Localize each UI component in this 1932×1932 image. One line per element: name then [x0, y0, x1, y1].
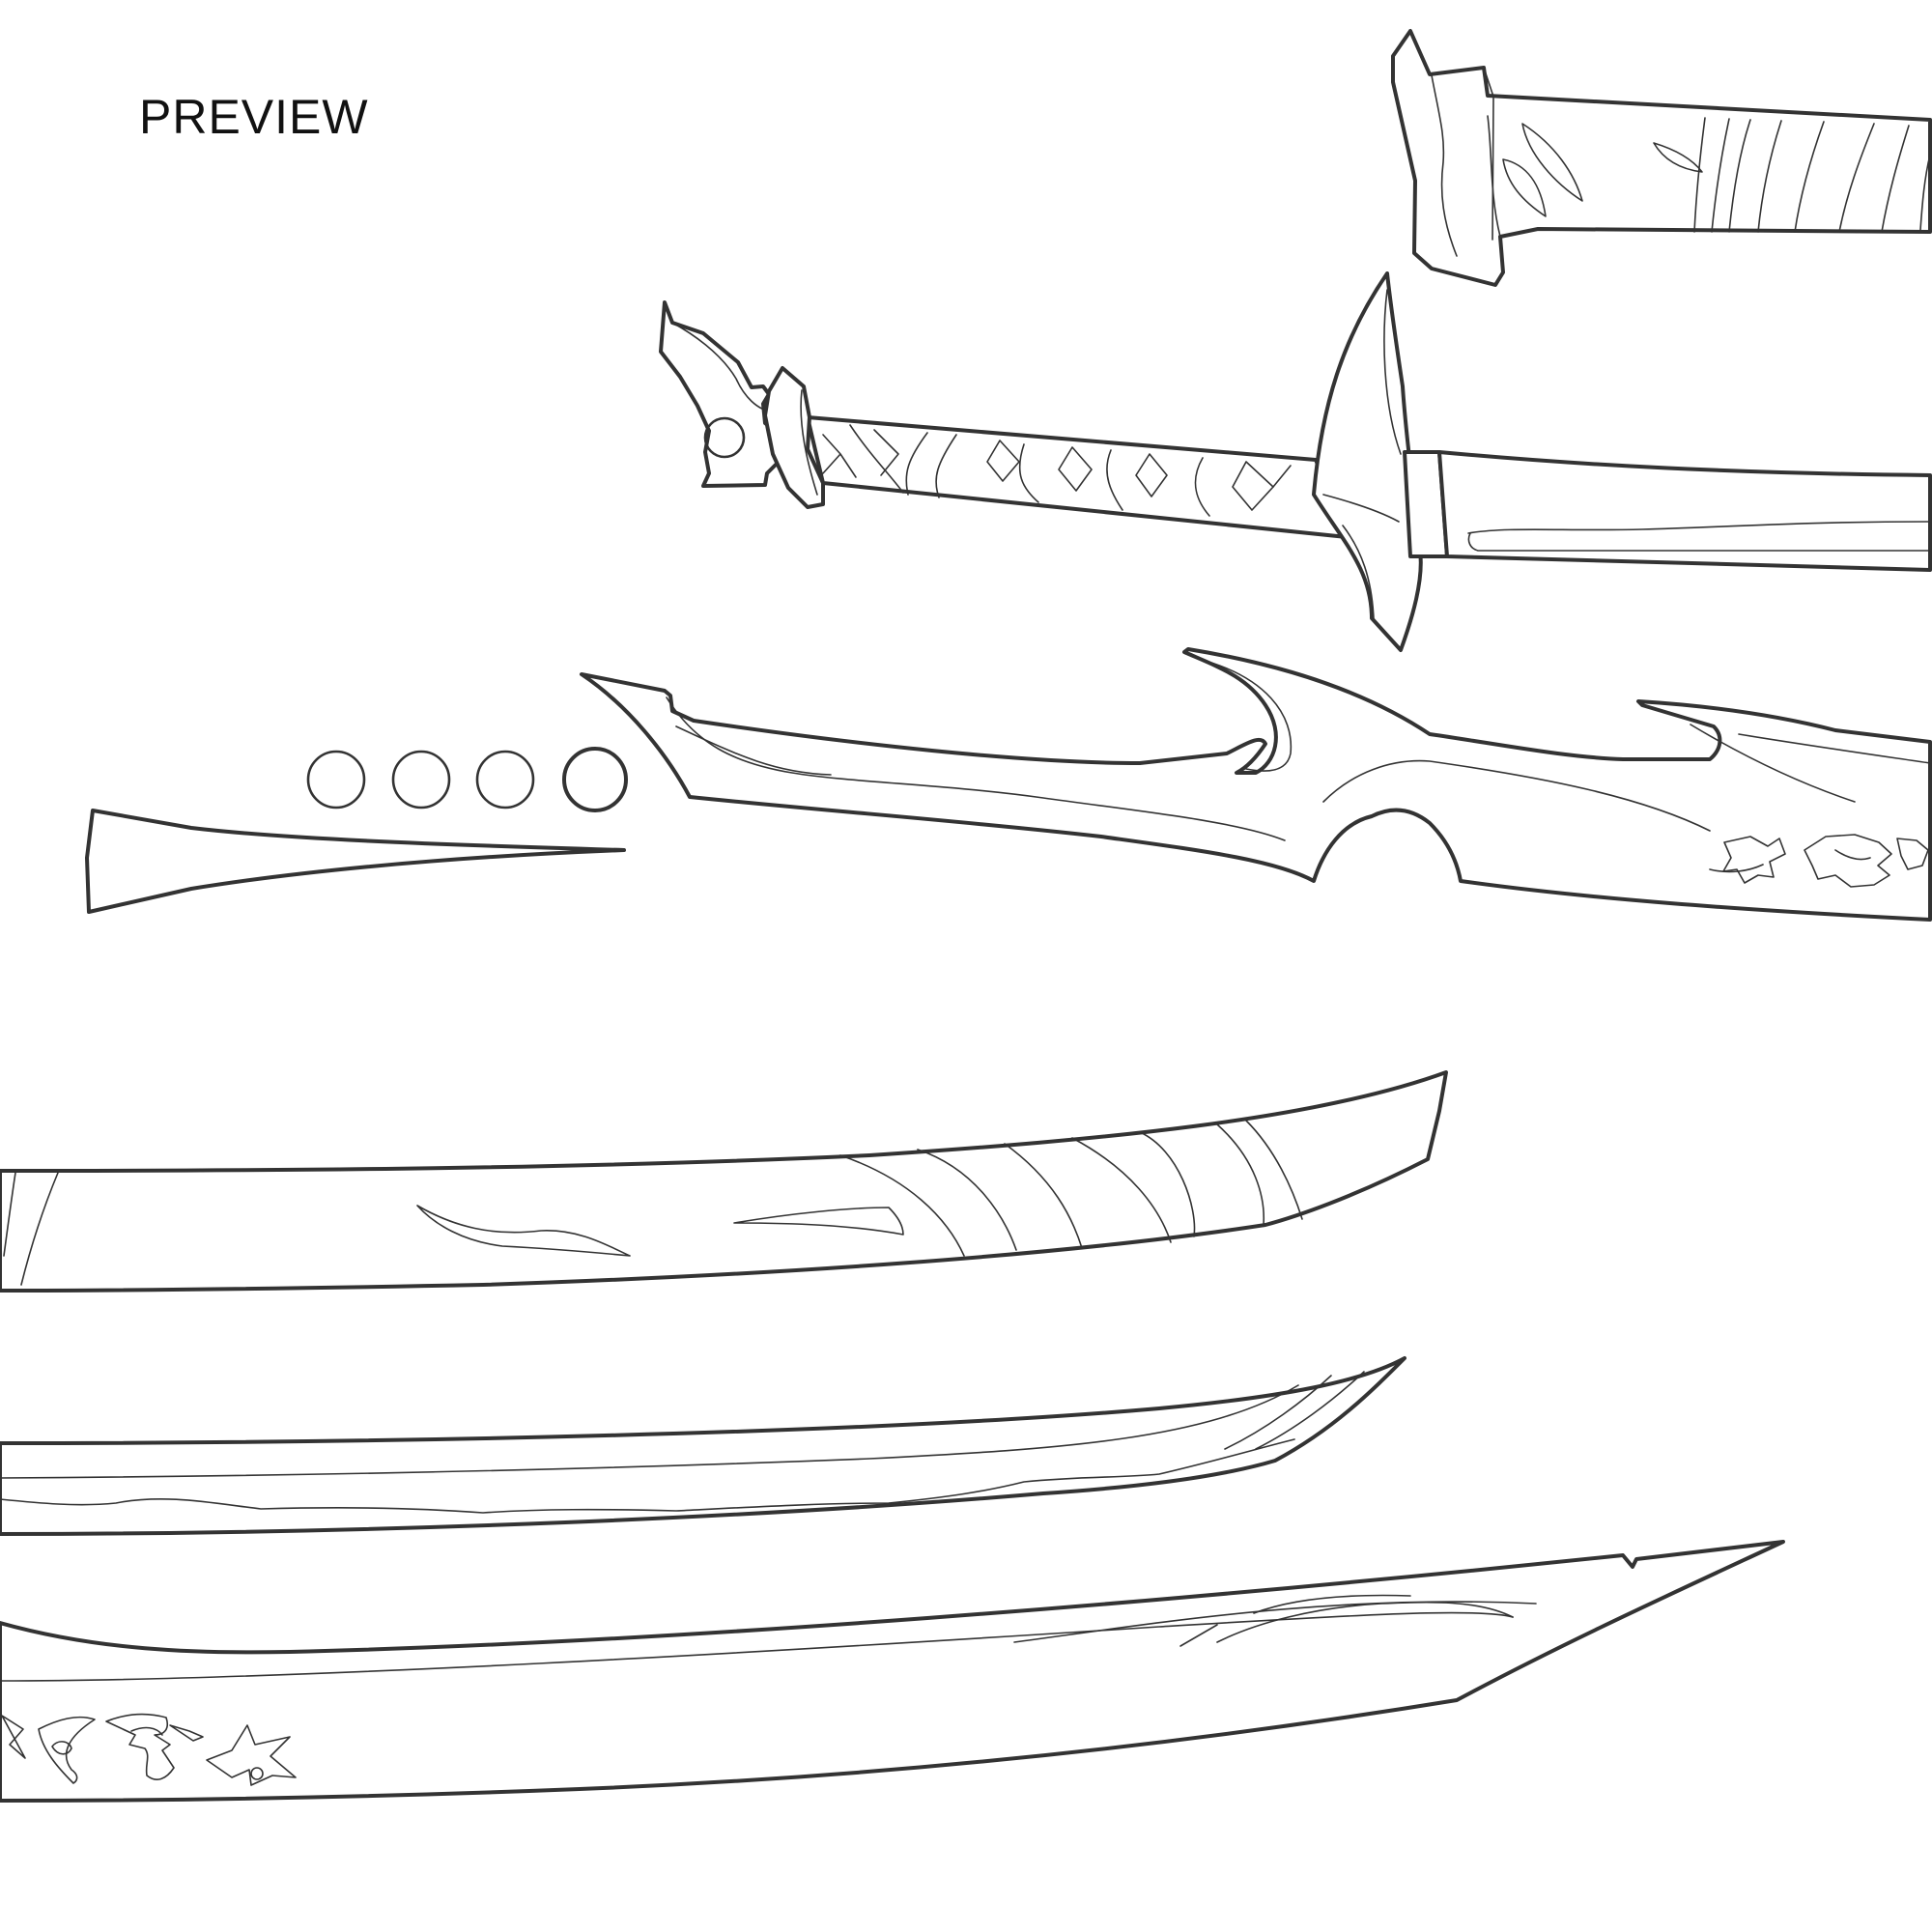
engraved-blade-icon: [0, 1540, 1785, 1803]
preview-label: PREVIEW: [139, 90, 369, 144]
curved-blade-icon: [0, 1070, 1448, 1293]
demon-sword-blade-icon: [580, 647, 1932, 922]
ring-icon: [306, 747, 628, 812]
sword-hilt-guard-icon: [659, 271, 1932, 652]
tapered-spike-icon: [85, 809, 626, 914]
sword-handle-wrapped-icon: [1391, 29, 1932, 287]
katana-blade-icon: [0, 1356, 1406, 1536]
